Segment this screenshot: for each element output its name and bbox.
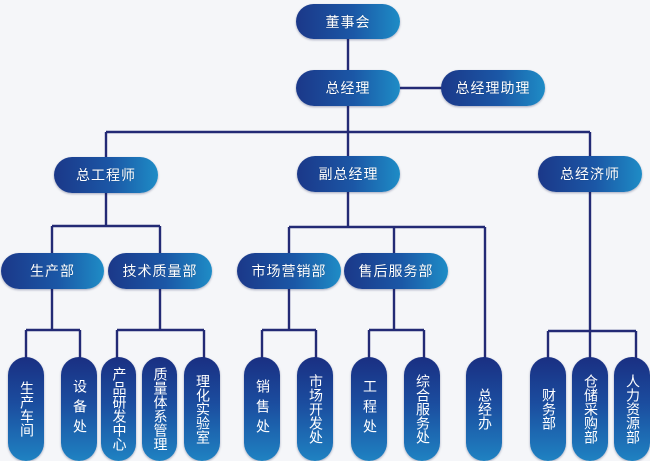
node-label: 理化实验室 [194,374,210,444]
node-label: 生产车间 [18,381,34,437]
node-marketing-dept: 市场营销部 [237,253,341,289]
node-label: 人力资源部 [624,374,640,444]
node-after-sales-dept: 售后服务部 [344,253,448,289]
node-equipment-office: 设备处 [61,357,97,461]
node-label: 工程处 [361,379,377,439]
node-label: 董事会 [325,14,371,31]
node-gm: 总经理 [296,70,400,106]
node-label: 产品研发中心 [110,367,127,451]
node-quality-system-mgmt: 质量体系管理 [142,357,177,461]
node-board: 董事会 [296,4,400,39]
node-market-dev-office: 市场开发处 [297,357,333,461]
node-production-workshop: 生产车间 [8,357,44,461]
node-storage-purchasing-dept: 仓储采购部 [572,357,608,461]
node-label: 总经理 [325,81,371,97]
node-tech-quality-dept: 技术质量部 [108,253,212,289]
node-finance-dept: 财务部 [530,357,566,461]
node-label: 市场营销部 [251,264,327,280]
node-engineering-office: 工程处 [351,357,387,461]
node-gm-assistant: 总经理助理 [441,70,545,106]
node-label: 设备处 [71,379,87,439]
node-deputy-gm: 副总经理 [297,156,400,192]
node-label: 副总经理 [318,167,379,183]
node-hr-dept: 人力资源部 [614,357,650,461]
node-label: 仓储采购部 [582,374,598,444]
node-label: 总经办 [476,388,492,430]
node-label: 生产部 [30,264,75,280]
node-label: 质量体系管理 [151,367,168,451]
node-label: 综合服务处 [414,374,430,444]
node-label: 总工程师 [76,168,136,184]
node-label: 总经理助理 [455,81,531,97]
node-label: 技术质量部 [122,264,198,280]
node-chief-economist: 总经济师 [538,156,642,192]
node-label: 售后服务部 [358,264,434,280]
node-label: 销售处 [254,379,270,439]
node-rd-center: 产品研发中心 [101,357,136,461]
node-general-service-office: 综合服务处 [404,357,440,461]
node-chief-engineer: 总工程师 [54,157,158,193]
node-sales-office: 销售处 [244,357,280,461]
node-production-dept: 生产部 [1,253,104,289]
node-label: 财务部 [540,388,556,430]
node-label: 市场开发处 [307,374,323,444]
node-lab: 理化实验室 [184,357,220,461]
node-gm-office: 总经办 [466,357,502,461]
node-label: 总经济师 [560,167,620,183]
